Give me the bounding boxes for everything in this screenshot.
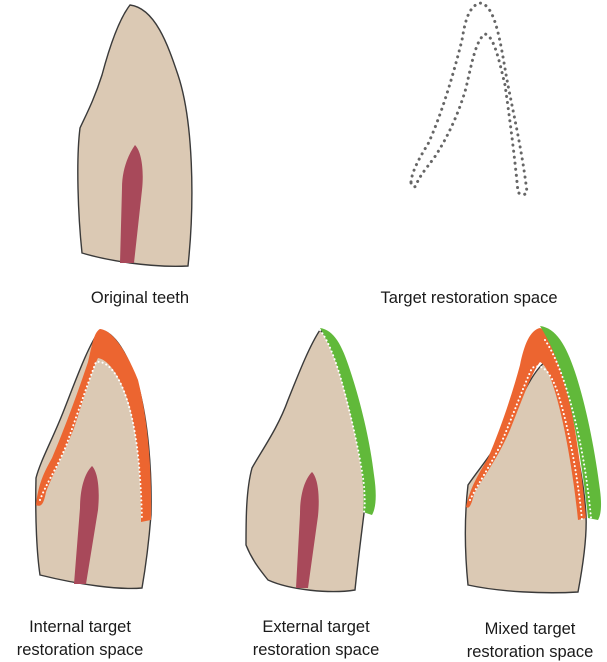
label-target-restoration-space: Target restoration space: [380, 289, 557, 307]
panel-label-line2: restoration space: [253, 641, 380, 659]
external-restoration-space: [320, 328, 376, 515]
panel-label-line1: External target: [262, 618, 370, 636]
panel-external-target: External target restoration space: [245, 328, 380, 659]
external-restoration-space: [540, 326, 602, 520]
pulp-canal: [296, 472, 319, 588]
boundary-dotted-line: [544, 339, 592, 519]
boundary-dotted-line: [469, 365, 583, 521]
panel-internal-target: Internal target restoration space: [17, 329, 152, 659]
panel-label-line2: restoration space: [467, 643, 594, 661]
panel-label-line1: Internal target: [29, 618, 131, 636]
tooth-crown: [77, 4, 193, 268]
panel-original-teeth: [77, 4, 193, 268]
panel-mixed-target: Mixed target restoration space: [464, 326, 602, 661]
panel-target-restoration-space: [409, 1, 529, 197]
internal-restoration-space: [466, 328, 586, 520]
internal-restoration-space: [36, 329, 152, 522]
label-original-teeth: Original teeth: [91, 289, 189, 307]
panel-label-line2: restoration space: [17, 641, 144, 659]
target-space-outline: [409, 1, 529, 197]
pulp-canal: [74, 466, 99, 584]
panel-label-line1: Mixed target: [485, 620, 576, 638]
pulp-canal: [120, 145, 143, 263]
